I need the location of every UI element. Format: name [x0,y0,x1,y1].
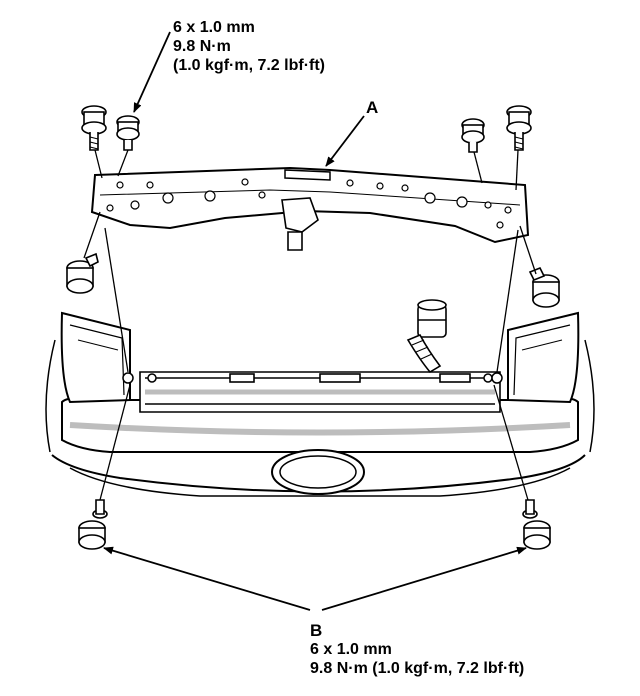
callout-arrows [103,31,527,611]
upper-bulkhead [90,166,530,251]
bottom-bolt-size: 6 x 1.0 mm [310,641,392,658]
bolt-top-right-outer [506,105,532,151]
bolt-bottom-left [78,499,108,550]
radiator [139,371,501,413]
part-label-b: B [310,621,323,640]
leader-lines [83,149,537,501]
bolt-top-left-outer [81,105,107,151]
top-bolt-callout: 6 x 1.0 mm 9.8 N·m (1.0 kgf·m, 7.2 lbf·f… [173,18,325,75]
emblem [271,449,365,495]
radiator-cap [406,299,447,374]
bottom-bolt-torque: 9.8 N·m (1.0 kgf·m, 7.2 lbf·ft) [310,660,525,677]
bolt-side-left [66,252,99,294]
top-bolt-torque-nm: 9.8 N·m [173,38,231,55]
bolt-top-left-inner [116,115,140,151]
bottom-bolt-callout: B 6 x 1.0 mm 9.8 N·m (1.0 kgf·m, 7.2 lbf… [310,621,524,678]
part-label-a: A [366,98,379,117]
bolt-side-right [528,266,560,308]
top-bolt-torque-alt: (1.0 kgf·m, 7.2 lbf·ft) [173,57,326,74]
fastener-points [122,372,503,384]
top-bolt-size: 6 x 1.0 mm [173,19,255,36]
bolt-bottom-right [522,499,551,550]
bolt-top-right-inner [461,118,485,153]
